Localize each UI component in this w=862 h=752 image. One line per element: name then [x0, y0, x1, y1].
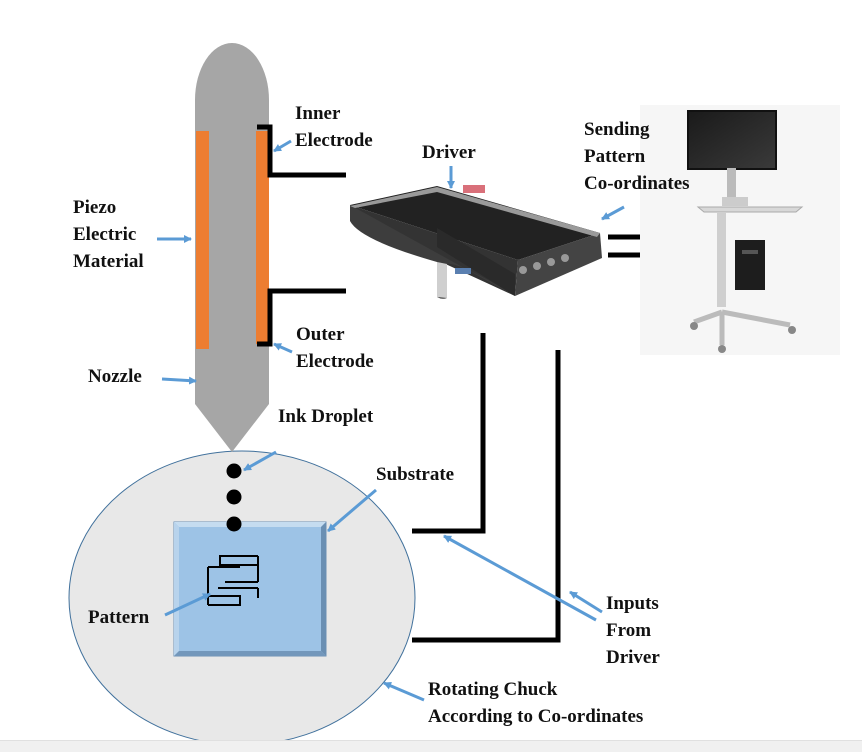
arrow-inputs-2 [569, 590, 603, 614]
outer-electrode-wire [257, 288, 346, 347]
driver-input-wire-1 [412, 333, 486, 534]
arrow-pattern [164, 592, 211, 617]
nozzle [195, 43, 269, 452]
driver-box-icon [350, 185, 602, 299]
arrow-substrate [327, 488, 377, 533]
piezo-strip-right [256, 131, 269, 344]
arrow-outer-electrode [273, 342, 293, 354]
label-sending-pattern: Sending Pattern Co-ordinates [584, 119, 690, 194]
label-inner-electrode: Inner Electrode [295, 103, 373, 151]
pattern-icon [207, 555, 259, 606]
piezo-strip-left [196, 131, 209, 349]
arrow-ink-droplet [243, 450, 277, 472]
label-nozzle: Nozzle [88, 366, 142, 387]
driver-input-wire-2 [412, 350, 561, 643]
label-substrate: Substrate [376, 464, 455, 485]
ink-droplet [226, 463, 242, 479]
label-piezo: Piezo Electric Material [73, 197, 144, 272]
label-ink-droplet: Ink Droplet [278, 406, 374, 427]
computer-cart-icon [640, 105, 840, 355]
ink-droplet [226, 516, 242, 532]
label-inputs-from-driver: Inputs From Driver [606, 593, 660, 668]
arrow-nozzle [161, 376, 197, 385]
arrow-sending-pattern [601, 205, 625, 221]
bottom-strip [0, 740, 862, 752]
label-outer-electrode: Outer Electrode [296, 324, 374, 372]
ink-droplet [226, 489, 242, 505]
arrow-inner-electrode [273, 139, 292, 153]
label-rotating-chuck: Rotating Chuck According to Co-ordinates [428, 679, 644, 727]
label-pattern: Pattern [88, 607, 150, 628]
inner-electrode-wire [257, 124, 346, 178]
label-driver: Driver [422, 142, 476, 163]
arrow-inputs-1 [443, 534, 597, 622]
arrow-rotating-chuck [383, 681, 425, 702]
